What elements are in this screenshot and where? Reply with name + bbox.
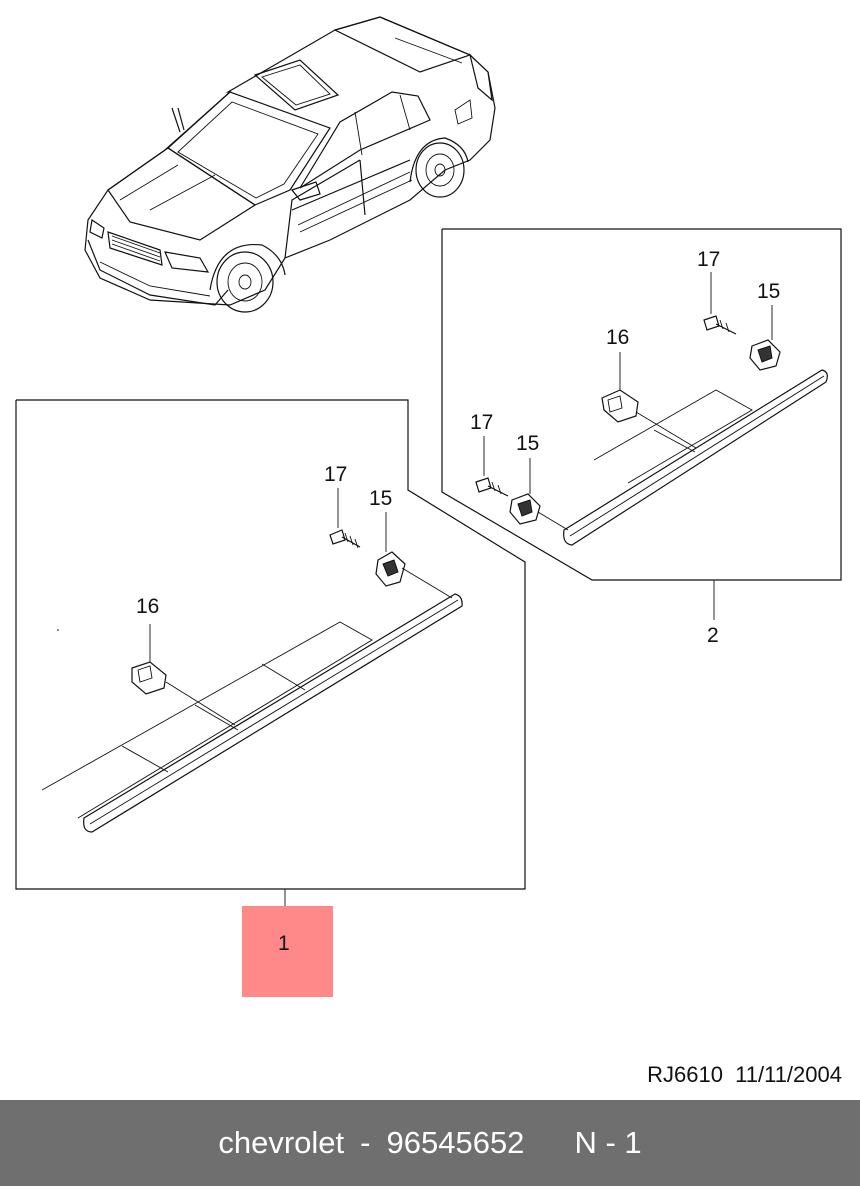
- item-2-label: 2: [707, 624, 719, 647]
- callout-16-upper: 16: [606, 326, 629, 349]
- position-code: N - 1: [574, 1125, 642, 1160]
- callout-15-upper-left: 15: [516, 432, 539, 455]
- main-panel: 17 15 16: [15, 399, 526, 890]
- side-moulding-main: [41, 593, 463, 833]
- car-illustration: [84, 16, 496, 313]
- callout-17-upper-left: 17: [470, 411, 493, 434]
- callout-17-main: 17: [324, 463, 347, 486]
- brand-label: chevrolet: [218, 1125, 345, 1160]
- fastener-16-upper: [601, 389, 639, 423]
- side-moulding-upper: [563, 369, 828, 546]
- item-1-label: 1: [278, 932, 290, 955]
- callout-17-upper-right: 17: [697, 248, 720, 271]
- screw-17-upper-right: [703, 315, 737, 335]
- clip-15-upper-right: [749, 339, 781, 371]
- upper-panel: 17 15 16 17 15: [441, 228, 842, 581]
- callout-16-main: 16: [136, 595, 159, 618]
- fastener-16-main: [131, 661, 167, 695]
- callout-15-main: 15: [369, 487, 392, 510]
- clip-15-upper-left: [509, 493, 541, 525]
- item-1-highlight: [242, 906, 333, 997]
- clip-15-main: [375, 551, 406, 587]
- drawing-reference: RJ6610 11/11/2004: [647, 1062, 842, 1087]
- screw-17-upper-left: [475, 477, 509, 497]
- footer-bar: chevrolet - 96545652 N - 1: [0, 1100, 860, 1186]
- screw-17-main: [329, 529, 361, 549]
- parts-diagram: 17 15 16 1: [15, 16, 842, 997]
- part-number: 96545652: [386, 1125, 525, 1160]
- callout-15-upper-right: 15: [757, 280, 780, 303]
- separator: -: [360, 1125, 371, 1160]
